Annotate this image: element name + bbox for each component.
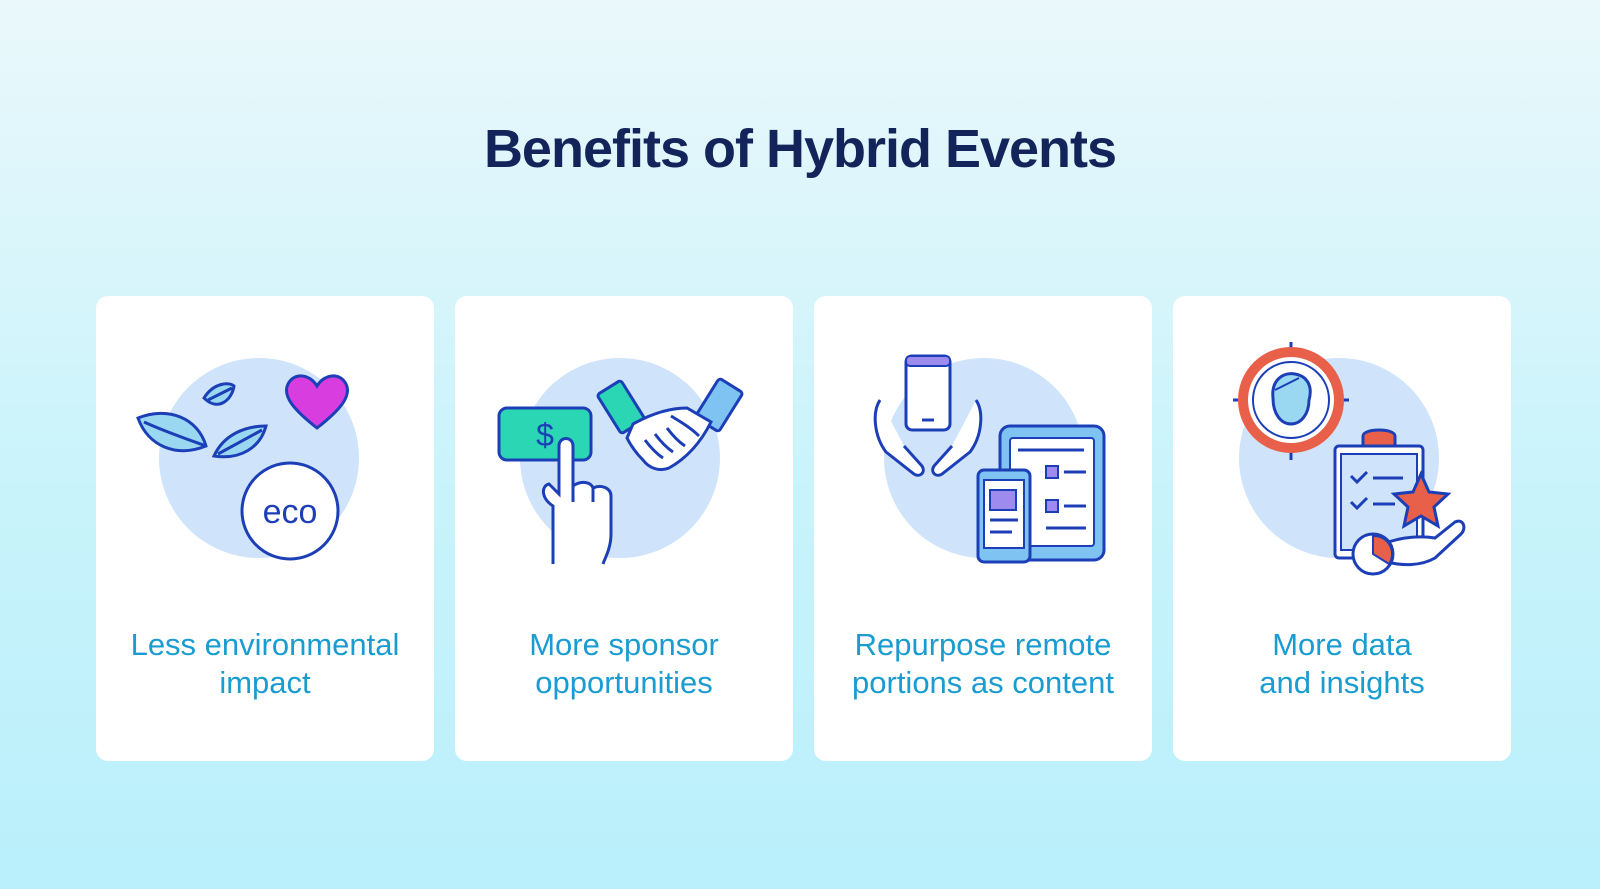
benefit-label: More data and insights [1259,627,1425,700]
benefit-label: Repurpose remote portions as content [852,627,1114,700]
page-title: Benefits of Hybrid Events [483,119,1117,179]
sponsor-money-handshake-icon: $ [497,358,744,565]
benefit-card-sponsor: $ More sponsor opportunities [455,296,793,761]
eco-badge-text: eco [263,493,318,531]
data-insights-target-icon [1233,342,1466,576]
devices-content-icon [873,354,1106,564]
eco-leaves-heart-icon: eco [136,358,359,561]
benefit-label: More sponsor opportunities [529,627,719,700]
dollar-sign-text: $ [536,417,554,453]
benefit-card-content: Repurpose remote portions as content [814,296,1152,761]
benefit-card-environment: eco Less environmental impact [96,296,434,761]
benefit-card-data: More data and insights [1173,296,1511,761]
benefit-label: Less environmental impact [130,627,400,700]
